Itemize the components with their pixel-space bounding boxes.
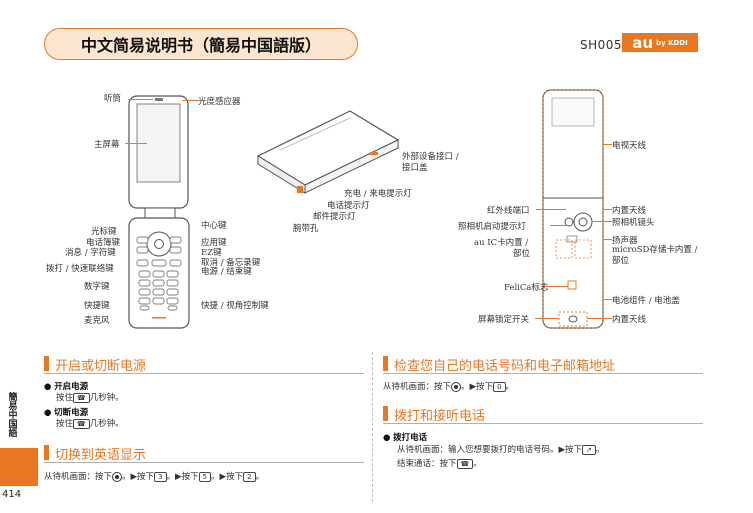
power-off-title: ● 切断电源 — [44, 408, 89, 418]
label-shortcut-key: 快捷键 — [84, 301, 110, 311]
key-2: 2 — [243, 471, 256, 482]
leader-line — [603, 239, 612, 240]
leader-line — [182, 100, 198, 101]
section-heading-text: 检查您自己的电话号码和电子邮箱地址 — [394, 359, 616, 374]
leader-line — [545, 286, 568, 287]
label-main-screen: 主屏幕 — [94, 140, 120, 150]
leader-line — [603, 299, 612, 300]
label-tv-antenna: 电视天线 — [612, 141, 647, 151]
leader-line — [535, 318, 559, 319]
label-camera-light: 照相机启动提示灯 — [458, 222, 527, 232]
label-app-key: 应用键 — [201, 238, 227, 248]
leader-line — [128, 99, 153, 100]
power-off-text: 按住☎几秒钟。 — [56, 418, 124, 429]
label-internal-antenna-bottom: 内置天线 — [612, 315, 647, 325]
phone-side-illustration — [256, 110, 400, 194]
section-english-heading: 切换到英语显示 — [44, 444, 364, 463]
model-name: SH005 — [580, 38, 623, 52]
key-5: 5 — [198, 471, 212, 482]
label-internal-antenna-top: 内置天线 — [612, 206, 647, 216]
end-key-icon: ☎ — [456, 458, 474, 469]
logo-text: au — [632, 33, 654, 52]
sidebar-tab-text: 簡易中国語 — [6, 392, 17, 437]
label-felica: FeliCa标志 — [504, 283, 549, 293]
section-power-heading: 开启或切断电源 — [44, 355, 364, 374]
leader-line — [603, 209, 612, 210]
section-check-number-heading: 检查您自己的电话号码和电子邮箱地址 — [383, 355, 703, 374]
label-ext-connector-2: 接口盖 — [402, 163, 428, 173]
center-key-icon — [112, 471, 123, 482]
page-title-text: 中文简易说明书（簡易中国語版） — [80, 36, 321, 55]
key-0: 0 — [493, 381, 506, 392]
leader-line — [550, 225, 566, 226]
phone-back-illustration — [542, 89, 604, 329]
key-3: 3 — [154, 471, 167, 482]
label-power-end-key: 电源 / 结束键 — [201, 267, 252, 277]
leader-line — [125, 143, 147, 144]
page-number: 414 — [2, 489, 22, 500]
sidebar-tab-label: 簡易中国語 — [0, 392, 22, 441]
call-key-icon: ↗ — [582, 444, 596, 455]
section-heading-text: 切换到英语显示 — [55, 448, 147, 463]
label-microsd: microSD存储卡内置 / — [612, 245, 698, 255]
leader-line — [592, 221, 612, 222]
label-charge-lamp: 充电 / 来电提示灯 — [344, 189, 412, 199]
column-divider — [372, 352, 373, 502]
label-screen-lock: 屏幕锁定开关 — [478, 315, 530, 325]
label-center-key: 中心键 — [201, 221, 227, 231]
power-key-icon: ☎ — [73, 418, 90, 429]
logo-sub-text: by KDDI — [656, 38, 688, 47]
section-heading-text: 开启或切断电源 — [55, 359, 147, 374]
label-light-sensor: 光度感应器 — [198, 97, 241, 107]
label-camera-lens: 照相机镜头 — [612, 218, 655, 228]
leader-line — [587, 318, 612, 319]
label-microphone: 麦克风 — [84, 316, 110, 326]
label-strap-hole: 腕带孔 — [293, 224, 319, 234]
power-key-icon: ☎ — [73, 392, 90, 403]
label-battery: 电池组件 / 电池盖 — [612, 296, 680, 306]
label-number-keys: 数字键 — [84, 282, 110, 292]
label-cancel-memo-key: 取消 / 备忘录键 — [201, 258, 261, 268]
label-cursor-key: 光标键 — [91, 227, 117, 237]
label-phonebook-key: 电话簿键 — [86, 238, 121, 248]
section-heading-text: 拨打和接听电话 — [394, 409, 486, 424]
label-earpiece: 听筒 — [104, 94, 122, 104]
label-dial-key: 拨打 / 快速联络键 — [46, 264, 114, 274]
calls-bullet-title: ● 拨打电话 — [383, 433, 428, 443]
power-on-title: ● 开启电源 — [44, 382, 89, 392]
label-mail-char-key: 消息 / 字符键 — [65, 248, 116, 258]
label-ext-connector: 外部设备接口 / — [402, 152, 459, 162]
power-on-text: 按住☎几秒钟。 — [56, 392, 124, 403]
calls-line-1: 从待机画面：输入您想要拨打的电话号码。▶按下↗。 — [397, 444, 605, 455]
label-au-ic-card: au IC卡内置 / — [474, 238, 529, 248]
leader-line — [536, 209, 566, 210]
section-calls-heading: 拨打和接听电话 — [383, 405, 703, 424]
phone-diagrams — [128, 89, 604, 329]
calls-line-2: 结束通话：按下☎。 — [397, 458, 482, 469]
phone-front-illustration — [128, 95, 190, 329]
sidebar-accent-block — [0, 448, 38, 486]
label-infrared-port: 红外线端口 — [487, 206, 530, 216]
label-mail-lamp: 邮件提示灯 — [313, 212, 356, 222]
label-ez-key: EZ键 — [201, 248, 222, 258]
center-key-icon — [451, 381, 462, 392]
label-au-ic-card-2: 部位 — [513, 249, 531, 259]
label-call-lamp: 电话提示灯 — [327, 201, 370, 211]
label-microsd-2: 部位 — [612, 256, 630, 266]
leader-line — [603, 144, 612, 145]
page-title: 中文简易说明书（簡易中国語版） — [44, 28, 358, 60]
label-speaker: 扬声器 — [612, 236, 638, 246]
label-shortcut-view-key: 快捷 / 视角控制键 — [201, 301, 269, 311]
